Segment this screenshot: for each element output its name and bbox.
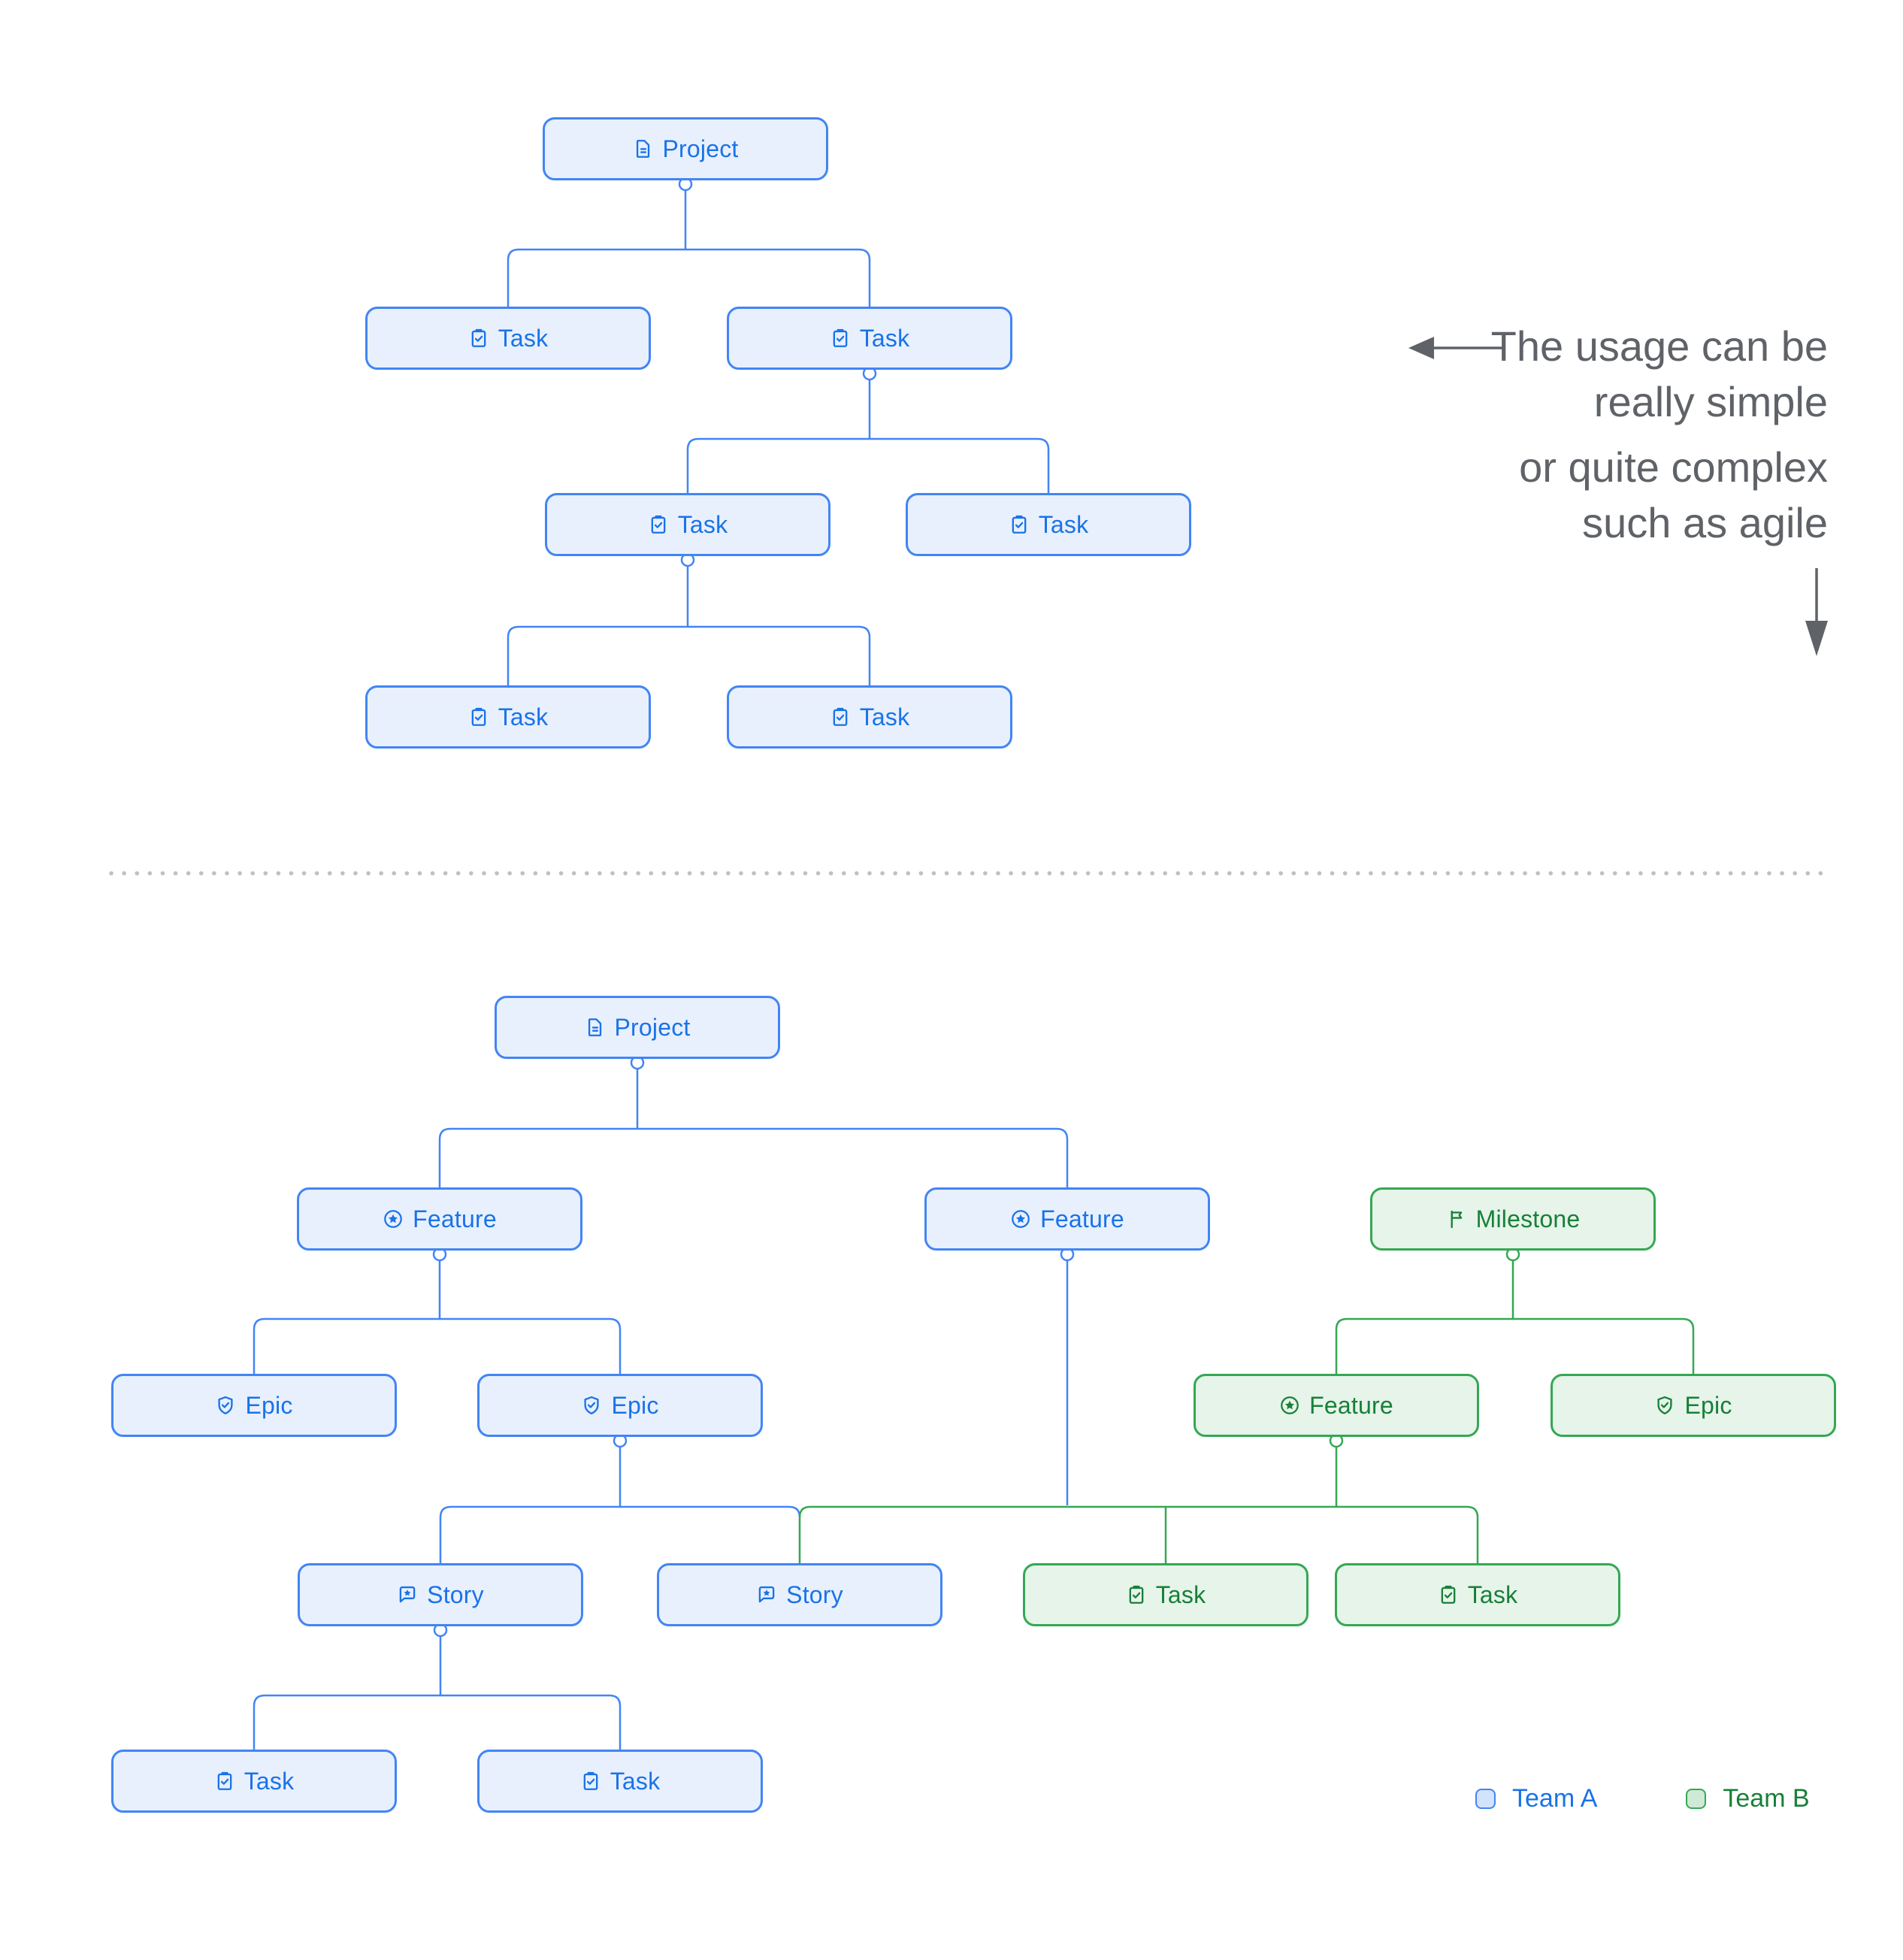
task-icon bbox=[830, 706, 851, 727]
node-project-agile: Project bbox=[495, 996, 780, 1059]
annotation-text: The usage can be really simple or quite … bbox=[1407, 319, 1828, 551]
node-label: Task bbox=[859, 703, 910, 730]
annotation-paragraph-2: or quite complex such as agile bbox=[1407, 440, 1828, 551]
node-label: Feature bbox=[1040, 1205, 1124, 1233]
task-icon bbox=[1438, 1584, 1459, 1605]
annotation-line: such as agile bbox=[1582, 499, 1828, 546]
legend: Team A Team B bbox=[1475, 1784, 1810, 1813]
node-label: Task bbox=[1038, 510, 1089, 538]
node-task-team-b-1: Task bbox=[1023, 1563, 1309, 1626]
node-label: Milestone bbox=[1475, 1205, 1581, 1233]
node-label: Project bbox=[614, 1013, 691, 1041]
task-icon bbox=[830, 328, 851, 349]
team-a-swatch-icon bbox=[1475, 1789, 1496, 1809]
node-label: Task bbox=[610, 1767, 661, 1795]
node-label: Task bbox=[1467, 1580, 1518, 1608]
legend-label: Team A bbox=[1512, 1784, 1598, 1813]
task-icon bbox=[468, 328, 489, 349]
node-task-1: Task bbox=[365, 307, 651, 370]
node-feature-1: Feature bbox=[297, 1187, 582, 1251]
arrow-down-icon bbox=[1805, 568, 1828, 656]
legend-item-team-a: Team A bbox=[1475, 1784, 1597, 1813]
node-label: Task bbox=[677, 510, 728, 538]
story-icon bbox=[756, 1584, 777, 1605]
node-task-2-2: Task bbox=[906, 493, 1191, 556]
node-label: Feature bbox=[1309, 1391, 1393, 1419]
simple-tree-edges bbox=[507, 190, 1050, 685]
document-icon bbox=[585, 1017, 606, 1038]
epic-icon bbox=[215, 1395, 236, 1416]
feature-icon bbox=[383, 1208, 404, 1230]
node-task-2-1-2: Task bbox=[727, 685, 1012, 749]
node-epic-1: Epic bbox=[111, 1374, 397, 1437]
node-feature-team-b: Feature bbox=[1194, 1374, 1479, 1437]
annotation-line: really simple bbox=[1593, 378, 1828, 425]
milestone-flag-icon bbox=[1446, 1208, 1467, 1230]
node-label: Task bbox=[498, 703, 549, 730]
node-label: Task bbox=[859, 324, 910, 352]
node-feature-2: Feature bbox=[924, 1187, 1210, 1251]
node-label: Epic bbox=[1684, 1391, 1732, 1419]
node-story-1: Story bbox=[298, 1563, 583, 1626]
node-label: Epic bbox=[245, 1391, 293, 1419]
node-task-2: Task bbox=[727, 307, 1012, 370]
node-label: Task bbox=[498, 324, 549, 352]
node-label: Epic bbox=[611, 1391, 659, 1419]
feature-icon bbox=[1010, 1208, 1031, 1230]
annotation-paragraph-1: The usage can be really simple bbox=[1407, 319, 1828, 430]
node-project: Project bbox=[543, 117, 828, 180]
node-label: Story bbox=[427, 1580, 484, 1608]
team-b-swatch-icon bbox=[1686, 1789, 1707, 1809]
document-icon bbox=[633, 138, 654, 159]
node-milestone: Milestone bbox=[1370, 1187, 1656, 1251]
annotation-line: or quite complex bbox=[1519, 443, 1828, 491]
node-task-team-b-2: Task bbox=[1335, 1563, 1620, 1626]
task-icon bbox=[1009, 514, 1030, 535]
node-label: Story bbox=[786, 1580, 843, 1608]
story-icon bbox=[397, 1584, 418, 1605]
legend-label: Team B bbox=[1723, 1784, 1810, 1813]
node-task-2-1-1: Task bbox=[365, 685, 651, 749]
node-label: Feature bbox=[413, 1205, 497, 1233]
task-icon bbox=[1126, 1584, 1147, 1605]
epic-icon bbox=[581, 1395, 602, 1416]
node-task-2-1: Task bbox=[545, 493, 830, 556]
legend-item-team-b: Team B bbox=[1686, 1784, 1810, 1813]
node-task-a-2: Task bbox=[477, 1750, 763, 1813]
node-label: Task bbox=[244, 1767, 295, 1795]
node-epic-team-b: Epic bbox=[1551, 1374, 1836, 1437]
task-icon bbox=[580, 1771, 601, 1792]
task-icon bbox=[468, 706, 489, 727]
node-epic-2: Epic bbox=[477, 1374, 763, 1437]
node-story-2: Story bbox=[657, 1563, 942, 1626]
epic-icon bbox=[1654, 1395, 1675, 1416]
task-icon bbox=[648, 514, 669, 535]
node-task-a-1: Task bbox=[111, 1750, 397, 1813]
task-icon bbox=[214, 1771, 235, 1792]
node-label: Project bbox=[662, 135, 739, 162]
annotation-line: The usage can be bbox=[1490, 322, 1828, 370]
feature-icon bbox=[1279, 1395, 1300, 1416]
node-label: Task bbox=[1155, 1580, 1206, 1608]
